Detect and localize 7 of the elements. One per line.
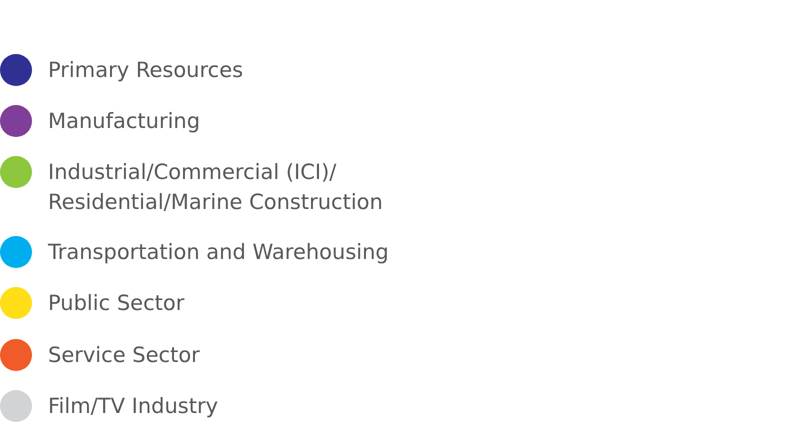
legend-label: Industrial/Commercial (ICI)/ Residential/Marine Construction [48, 159, 384, 216]
legend-label: Public Sector [48, 290, 186, 317]
legend-label: Manufacturing [48, 108, 202, 135]
legend-label: Film/TV Industry [48, 393, 219, 420]
legend-label: Primary Resources [48, 57, 244, 84]
legend-label: Transportation and Warehousing [48, 239, 390, 266]
legend-label: Service Sector [48, 342, 201, 369]
